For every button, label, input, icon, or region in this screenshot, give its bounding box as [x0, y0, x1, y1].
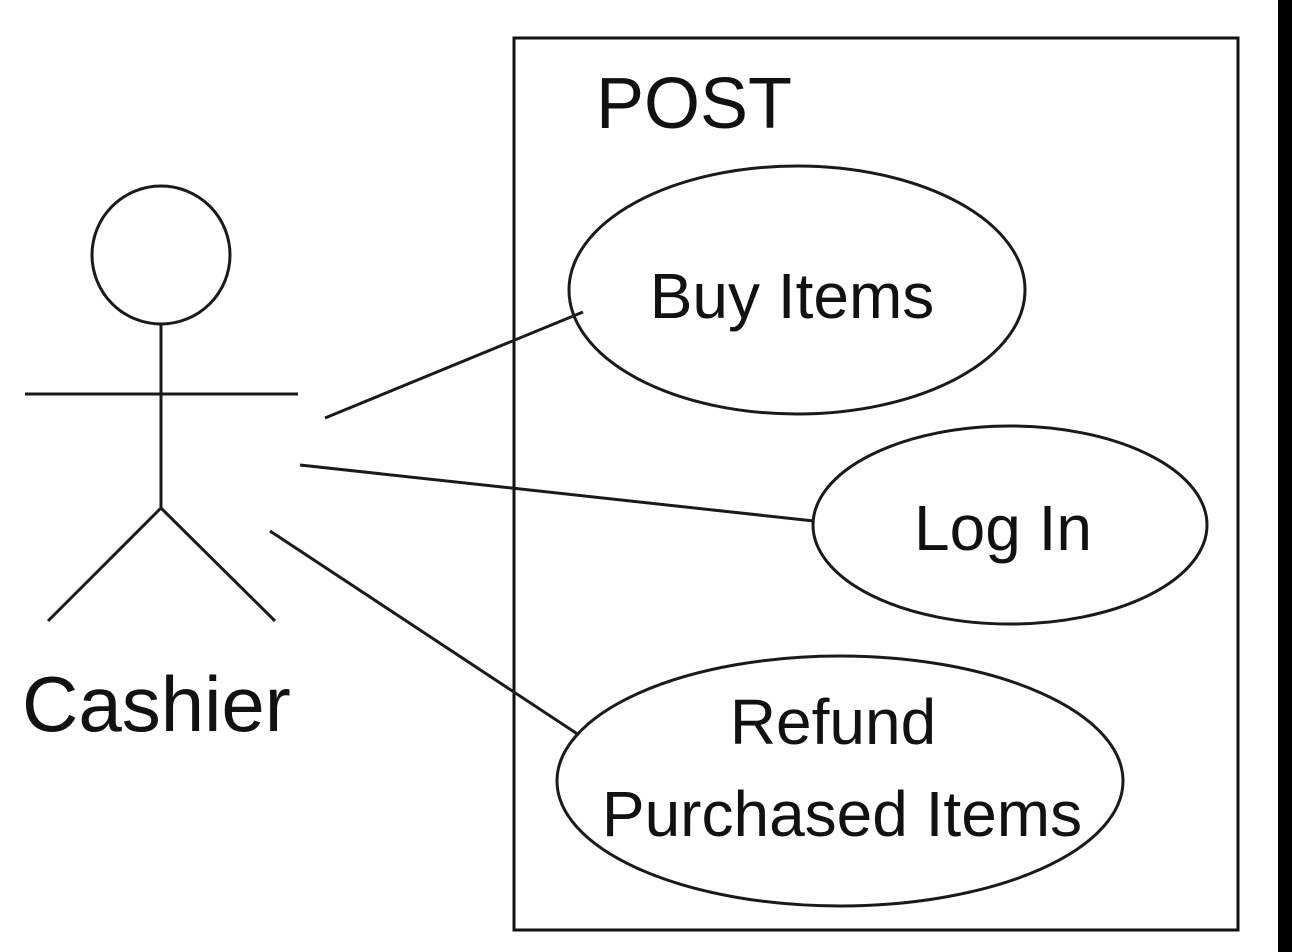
actor-right-leg: [159, 506, 277, 623]
use-case-label-line-2: Purchased Items: [602, 778, 1082, 850]
actor-left-leg: [46, 506, 163, 623]
image-border-right: [1278, 0, 1292, 952]
system-boundary: POST: [512, 36, 1240, 932]
use-case-buy-items: Buy Items: [567, 164, 1027, 416]
use-case-ellipse: [567, 164, 1027, 416]
actor-name: Cashier: [22, 660, 291, 748]
actor-cashier: Cashier: [22, 184, 298, 748]
use-case-ellipse: [811, 424, 1209, 626]
system-boundary-rect: [512, 36, 1240, 932]
system-name: POST: [596, 64, 792, 144]
use-case-label: Buy Items: [650, 260, 935, 332]
use-case-ellipse: [555, 654, 1125, 908]
use-case-refund-purchased-items: Refund Purchased Items: [555, 654, 1125, 908]
association-log-in: [299, 463, 815, 523]
association-buy-items: [324, 310, 584, 420]
actor-head: [90, 184, 232, 326]
associations: [269, 310, 815, 737]
association-refund: [269, 529, 580, 737]
use-case-label: Log In: [914, 492, 1092, 564]
use-case-label-line-1: Refund: [730, 686, 936, 758]
use-case-log-in: Log In: [811, 424, 1209, 626]
